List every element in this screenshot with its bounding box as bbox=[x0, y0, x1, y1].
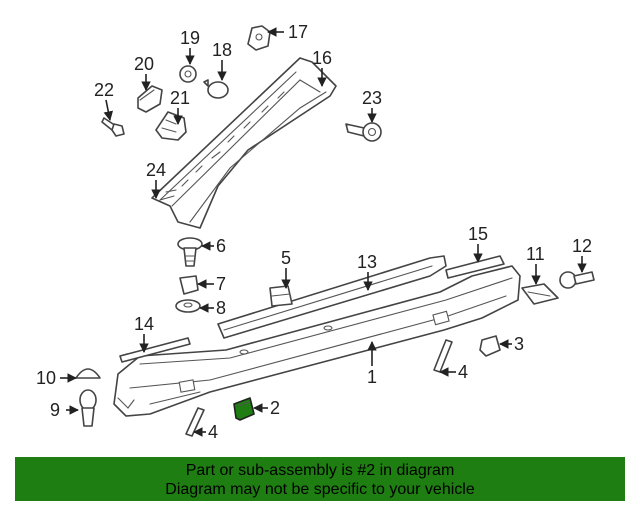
part-16-pillar-trim[interactable] bbox=[151, 57, 337, 229]
part-1-rocker-panel[interactable] bbox=[113, 265, 521, 417]
part-4-rod-right[interactable] bbox=[433, 339, 453, 373]
part-20-block-clip[interactable] bbox=[137, 85, 163, 113]
banner-line-2: Diagram may not be specific to your vehi… bbox=[165, 481, 475, 498]
callout-6: 6 bbox=[216, 236, 226, 256]
callout-11: 11 bbox=[526, 244, 545, 264]
leader-lines bbox=[60, 27, 587, 437]
part-3-block[interactable] bbox=[479, 335, 501, 357]
callout-13: 13 bbox=[357, 252, 377, 272]
part-7-clip[interactable] bbox=[179, 275, 199, 295]
info-banner: Part or sub-assembly is #2 in diagram Di… bbox=[15, 457, 625, 501]
callout-22: 22 bbox=[94, 80, 114, 100]
callout-4-left: 4 bbox=[208, 422, 218, 442]
part-4-rod-left[interactable] bbox=[185, 407, 205, 437]
callout-14: 14 bbox=[134, 314, 154, 334]
parts-diagram: 1 2 3 4 4 5 6 7 8 9 10 11 12 13 14 15 16… bbox=[36, 22, 595, 442]
callout-16: 16 bbox=[312, 48, 332, 68]
callout-5: 5 bbox=[281, 248, 291, 268]
callout-17: 17 bbox=[288, 22, 308, 42]
callout-21: 21 bbox=[170, 88, 190, 108]
callout-20: 20 bbox=[134, 54, 154, 74]
callout-23: 23 bbox=[362, 88, 382, 108]
callout-12: 12 bbox=[572, 236, 592, 256]
part-19-grommet[interactable] bbox=[179, 65, 197, 83]
callout-7: 7 bbox=[216, 274, 226, 294]
callout-10: 10 bbox=[36, 368, 56, 388]
part-18-push-pin[interactable] bbox=[203, 79, 229, 99]
callout-1: 1 bbox=[367, 367, 377, 387]
part-17-clip[interactable] bbox=[247, 25, 271, 51]
part-6-push-pin[interactable] bbox=[177, 237, 203, 267]
callout-labels: 1 2 3 4 4 5 6 7 8 9 10 11 12 13 14 15 16… bbox=[36, 22, 592, 442]
part-22-screw[interactable] bbox=[101, 117, 125, 137]
callout-19: 19 bbox=[180, 28, 200, 48]
callout-24: 24 bbox=[146, 160, 166, 180]
callout-18: 18 bbox=[212, 40, 232, 60]
callout-8: 8 bbox=[216, 298, 226, 318]
callout-4-right: 4 bbox=[458, 362, 468, 382]
banner-line-1: Part or sub-assembly is #2 in diagram bbox=[185, 462, 455, 479]
part-8-washer[interactable] bbox=[175, 299, 201, 313]
part-21-retainer[interactable] bbox=[155, 111, 187, 141]
part-2-highlighted[interactable] bbox=[233, 397, 255, 421]
part-2-shape[interactable] bbox=[233, 397, 255, 421]
part-5-clip[interactable] bbox=[269, 285, 293, 307]
part-9-pin[interactable] bbox=[79, 389, 97, 427]
callout-9: 9 bbox=[50, 400, 60, 420]
callout-3: 3 bbox=[514, 334, 524, 354]
part-11-bracket[interactable] bbox=[521, 283, 559, 305]
callout-2: 2 bbox=[270, 398, 280, 418]
part-14-strip[interactable] bbox=[119, 337, 191, 363]
part-10-cap[interactable] bbox=[75, 368, 101, 379]
part-12-push-pin[interactable] bbox=[559, 271, 595, 289]
part-23-bolt[interactable] bbox=[345, 122, 382, 142]
callout-15: 15 bbox=[468, 224, 488, 244]
part-13-sill-molding[interactable] bbox=[217, 255, 447, 339]
